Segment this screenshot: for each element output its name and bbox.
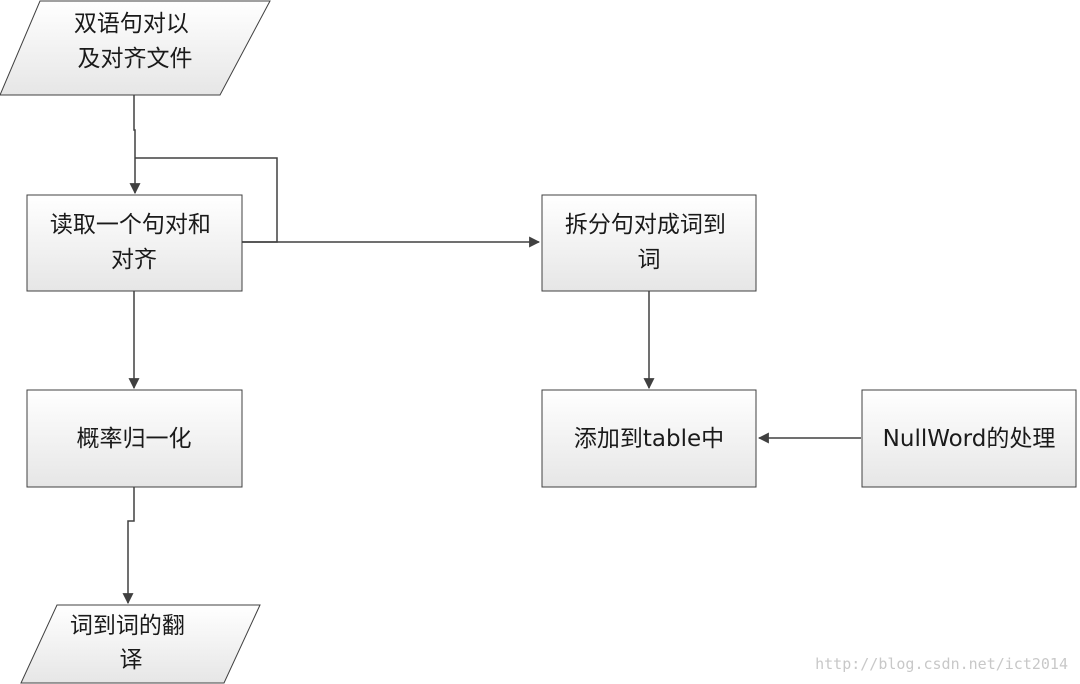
node-output: 词到词的翻 译 [20,604,261,684]
svg-text:词到词的翻 译: 词到词的翻 译 [70,613,192,673]
node-split: 拆分句对成词到 词 [541,194,757,292]
node-output-line-1: 词到词的翻 [70,613,185,639]
node-normalize: 概率归一化 [26,389,243,488]
svg-text:拆分句对成词到 词: 拆分句对成词到 词 [565,212,733,273]
node-output-line-2: 译 [120,647,143,673]
node-nullword: NullWord的处理 [861,389,1077,488]
node-add-table: 添加到table中 [541,389,757,488]
node-read-line-1: 读取一个句对和 [50,212,211,238]
node-input-line-2: 及对齐文件 [78,46,193,72]
watermark-text: http://blog.csdn.net/ict2014 [815,655,1068,673]
node-nullword-line-1: NullWord的处理 [883,426,1056,452]
node-split-line-1: 拆分句对成词到 [565,212,726,238]
edge-input-to-read [129,95,141,195]
connectors [122,95,861,605]
svg-text:双语句对以 及对齐文件: 双语句对以 及对齐文件 [74,11,196,72]
node-normalize-line-1: 概率归一化 [77,426,192,452]
node-add-table-line-1: 添加到table中 [574,426,724,452]
node-input-shape [0,0,271,96]
svg-text:概率归一化: 概率归一化 [77,426,192,452]
node-output-shape [20,604,261,684]
node-input-line-1: 双语句对以 [74,11,189,37]
svg-text:添加到table中: 添加到table中 [574,426,724,452]
node-read-line-2: 对齐 [111,247,157,273]
node-input: 双语句对以 及对齐文件 [0,0,271,96]
svg-text:NullWord的处理: NullWord的处理 [883,426,1056,452]
node-read-shape [26,194,243,292]
svg-text:读取一个句对和 对齐: 读取一个句对和 对齐 [50,212,218,273]
node-split-shape [541,194,757,292]
node-split-line-2: 词 [638,247,661,273]
node-normalize-shape [26,389,243,488]
node-nullword-shape [861,389,1077,488]
edge-normalize-to-output [122,487,135,605]
node-read: 读取一个句对和 对齐 [26,194,243,292]
node-add-table-shape [541,389,757,488]
